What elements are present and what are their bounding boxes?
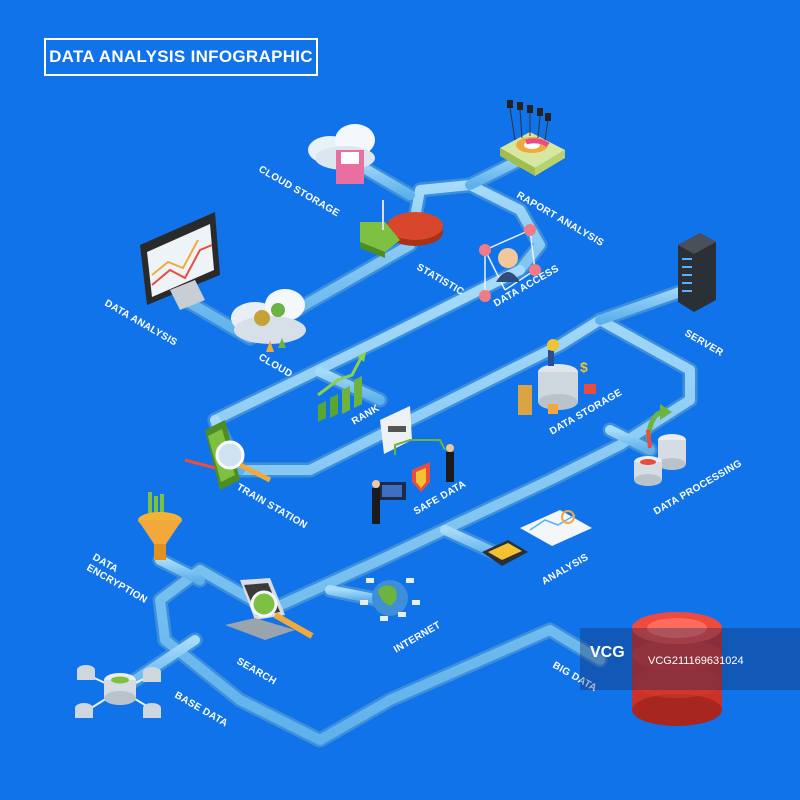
- rank-bars-icon: [317, 352, 366, 422]
- data-access-icon: [479, 224, 541, 302]
- data-storage-icon: $: [518, 339, 596, 415]
- page-title: DATA ANALYSIS INFOGRAPHIC: [44, 38, 318, 76]
- internet-globe-icon: [360, 578, 420, 621]
- watermark-id: VCG211169631024: [648, 655, 744, 667]
- data-processing-icon: [634, 404, 686, 486]
- monitor-chart-icon: [140, 212, 220, 310]
- watermark-band: [580, 628, 800, 690]
- server-icon: [678, 233, 716, 312]
- raport-analysis-icon: [500, 100, 565, 176]
- analysis-icon: [482, 510, 592, 566]
- train-station-icon: [184, 420, 272, 490]
- pie-chart-icon: [360, 200, 443, 258]
- encryption-funnel-icon: [138, 492, 182, 560]
- cloud-gears-icon: [231, 289, 306, 352]
- safe-data-icon: [372, 406, 454, 524]
- cloud-storage-icon: [308, 124, 375, 184]
- base-data-icon: [75, 665, 161, 718]
- search-laptop-icon: [225, 578, 314, 640]
- big-data-cylinder-icon: [632, 612, 722, 726]
- svg-text:$: $: [580, 359, 588, 375]
- watermark-logo: VCG: [590, 644, 625, 661]
